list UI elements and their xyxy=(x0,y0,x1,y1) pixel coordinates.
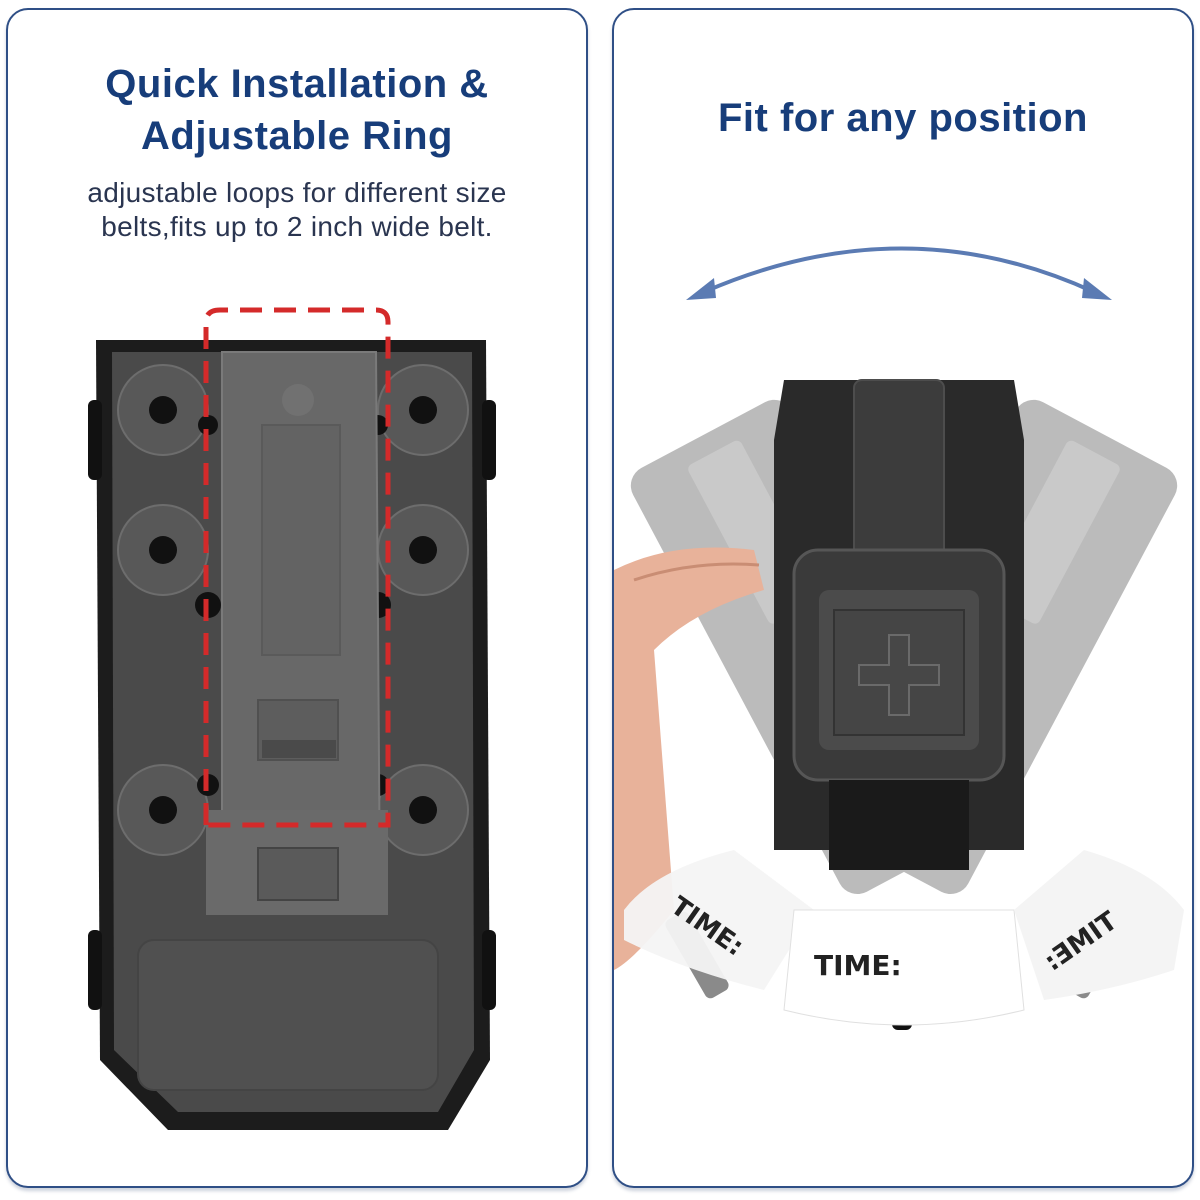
left-feature-panel: Quick Installation & Adjustable Ring adj… xyxy=(6,8,588,1188)
holster-back-illustration xyxy=(88,307,496,1130)
right-feature-panel: Fit for any position xyxy=(612,8,1194,1188)
left-title-line2: Adjustable Ring xyxy=(141,114,453,158)
belt-clip-highlight xyxy=(203,307,391,828)
rotation-arrow-icon xyxy=(686,246,1112,300)
left-description-line1: adjustable loops for different size xyxy=(87,177,507,208)
left-description-line2: belts,fits up to 2 inch wide belt. xyxy=(101,211,493,242)
hand xyxy=(614,547,764,970)
band-center-label: TIME: xyxy=(814,949,902,982)
right-title: Fit for any position xyxy=(718,96,1088,140)
left-title-line1: Quick Installation & xyxy=(105,62,489,106)
medical-cross-icon xyxy=(858,634,940,716)
holster-rotation-illustration: TIME: TIME: TIME: xyxy=(614,379,1184,1030)
